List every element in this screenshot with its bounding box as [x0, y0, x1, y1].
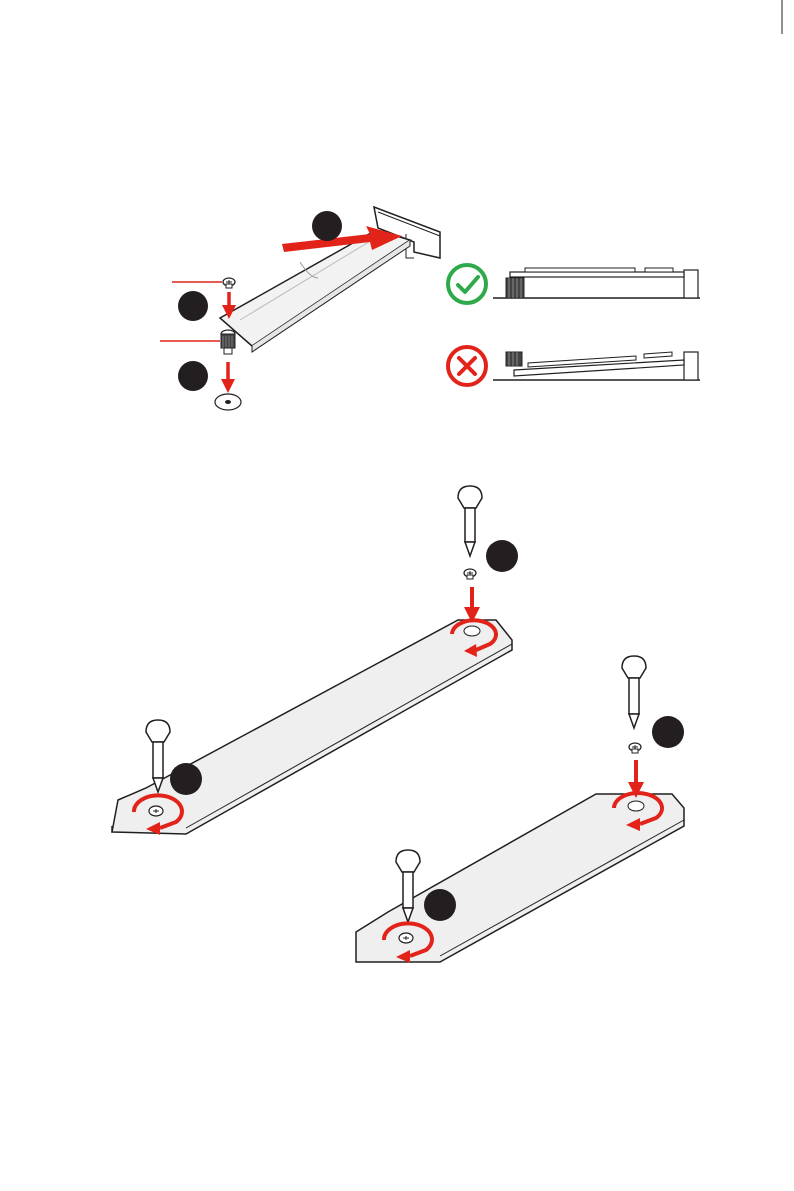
step-badge-e: [170, 763, 202, 795]
check-circle-icon: [448, 265, 486, 303]
correct-indicator: [448, 265, 486, 303]
screw-icon: [223, 278, 235, 288]
step-badge-a: [312, 211, 342, 241]
step-badge-b: [178, 291, 208, 321]
screw-icon: [629, 743, 641, 753]
mounting-hole: [215, 394, 241, 410]
step-badge-f: [652, 716, 684, 748]
screw-icon: [464, 569, 476, 579]
correct-side-view: [493, 268, 700, 298]
step-badge-d: [486, 540, 518, 572]
screwdriver-icon: [458, 486, 482, 556]
long-m2-card: [112, 620, 512, 834]
incorrect-indicator: [448, 347, 486, 385]
step-badge-c: [178, 361, 208, 391]
step-badge-g: [424, 889, 456, 921]
screwdriver-icon: [622, 656, 646, 728]
standoff-icon: [221, 330, 235, 354]
incorrect-side-view: [493, 352, 700, 380]
